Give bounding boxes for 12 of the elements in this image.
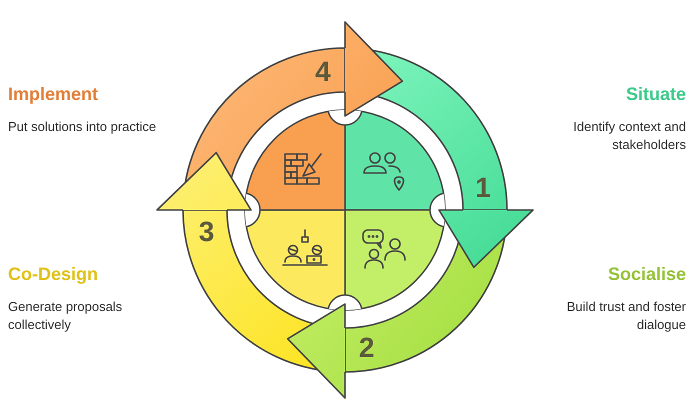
step-description: Identify context and stakeholders <box>572 118 686 154</box>
step-title: Co-Design <box>8 264 98 285</box>
step-title: Implement <box>8 84 98 105</box>
step-title: Socialise <box>608 264 686 285</box>
step-number: 4 <box>315 58 331 86</box>
step-number: 2 <box>358 334 374 362</box>
step-number: 1 <box>475 174 491 202</box>
step-number: 3 <box>198 218 214 246</box>
step-description: Put solutions into practice <box>8 118 158 136</box>
step-description: Build trust and foster dialogue <box>566 298 686 334</box>
step-description: Generate proposals collectively <box>8 298 124 334</box>
step-title: Situate <box>626 84 686 105</box>
